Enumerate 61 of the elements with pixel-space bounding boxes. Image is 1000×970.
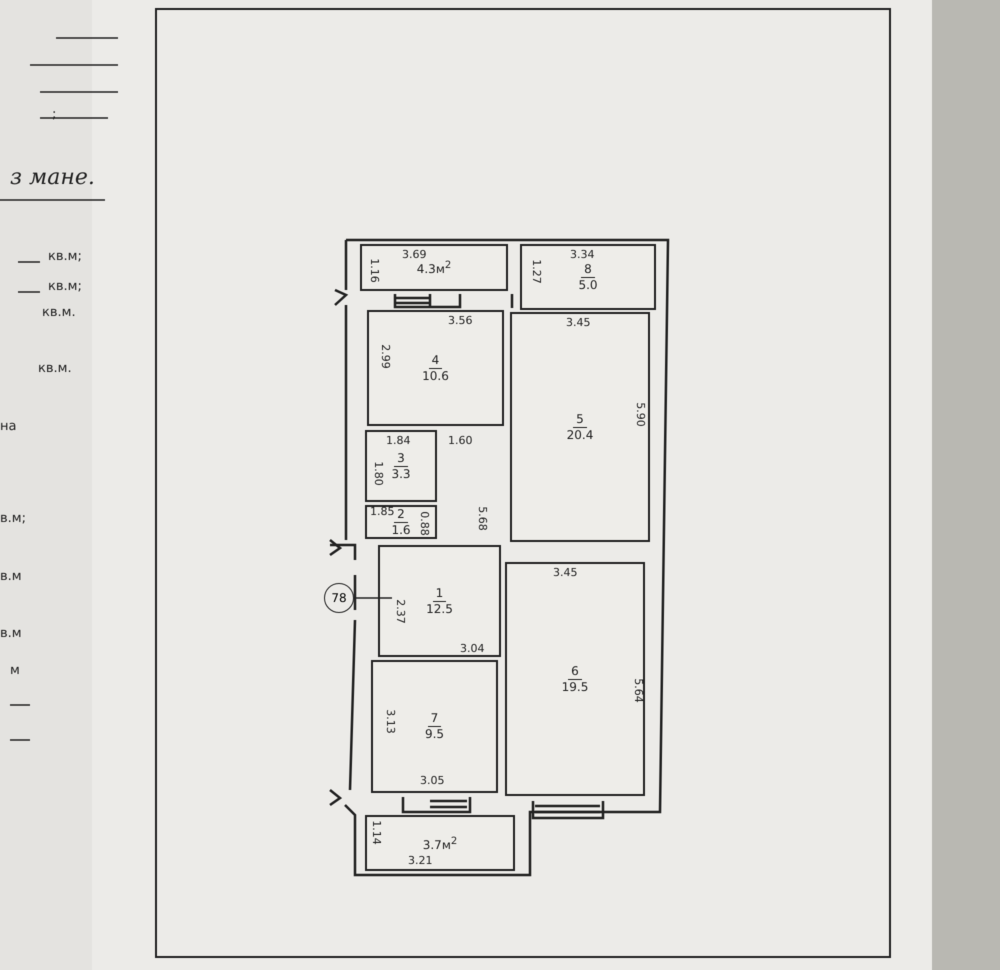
- room-number: 4: [428, 352, 442, 368]
- room-area-value: 1.6: [391, 522, 411, 538]
- form-text: на: [0, 420, 16, 433]
- dimension-label: 3.69: [402, 248, 426, 261]
- area-value: 4.3м$^{2}$: [416, 259, 452, 277]
- balcony-room: [365, 815, 515, 871]
- room-area-value: 12.5: [426, 602, 453, 616]
- room-area-value: 3.3: [391, 466, 411, 482]
- balcony-room: [360, 244, 508, 291]
- form-text: кв.м;: [48, 250, 82, 263]
- room-number: 2: [394, 506, 408, 522]
- form-text: в.м;: [0, 512, 26, 525]
- room-area: [367, 310, 504, 426]
- room-number: 6: [568, 664, 582, 680]
- dimension-label: 2.37: [394, 599, 407, 624]
- dimension-label: 1.14: [370, 820, 383, 845]
- dimension-label: 5.90: [634, 402, 647, 427]
- form-text: м: [10, 664, 20, 677]
- room-area: [378, 545, 501, 657]
- dimension-label: 3.45: [566, 316, 590, 329]
- room-area: [371, 660, 498, 793]
- area-value: 3.7м$^{2}$: [422, 834, 458, 852]
- room-area-value: 10.6: [422, 368, 449, 384]
- room-area-value: 5.0: [578, 278, 598, 292]
- room-area-value: 9.5: [424, 727, 444, 742]
- dimension-label: 1.85: [370, 505, 394, 518]
- dimension-label: 3.04: [460, 642, 484, 655]
- room-area: [520, 244, 656, 310]
- form-text: кв.м.: [38, 362, 72, 375]
- leader-line: [354, 597, 392, 599]
- dimension-label: 3.34: [570, 248, 594, 261]
- form-text: в.м: [0, 627, 22, 640]
- dimension-label: 3.05: [420, 774, 444, 787]
- room-area: [365, 430, 437, 502]
- room-area: [505, 562, 645, 796]
- room-number: 3: [394, 450, 408, 466]
- form-text: кв.м;: [48, 280, 82, 293]
- room-number: 8: [581, 262, 595, 278]
- room-area: [510, 312, 650, 542]
- handwritten-text: з мане.: [10, 165, 95, 191]
- dimension-label: 0.88: [418, 511, 431, 536]
- form-text: в.м: [0, 570, 22, 583]
- dimension-label: 3.45: [553, 566, 578, 579]
- dimension-label: 1.80: [372, 461, 385, 486]
- dimension-label: 1.16: [368, 258, 381, 283]
- room-number: 1: [432, 586, 446, 602]
- dimension-label: 3.13: [384, 709, 397, 734]
- dimension-label: 5.64: [632, 678, 645, 703]
- room-area-value: 20.4: [566, 428, 594, 442]
- dimension-label: 3.56: [448, 314, 472, 327]
- dimension-label: 5.68: [476, 506, 489, 531]
- room-number: 5: [573, 412, 587, 428]
- room-number: 7: [428, 711, 442, 727]
- dimension-label: 1.27: [530, 259, 543, 284]
- dimension-label: 1.84: [386, 434, 410, 447]
- form-text: кв.м.: [42, 306, 76, 319]
- dimension-label: 1.60: [448, 434, 472, 447]
- room-area: [365, 505, 437, 539]
- dimension-label: 3.21: [408, 854, 432, 867]
- room-area-value: 19.5: [562, 680, 588, 694]
- dimension-label: 2.99: [378, 344, 392, 369]
